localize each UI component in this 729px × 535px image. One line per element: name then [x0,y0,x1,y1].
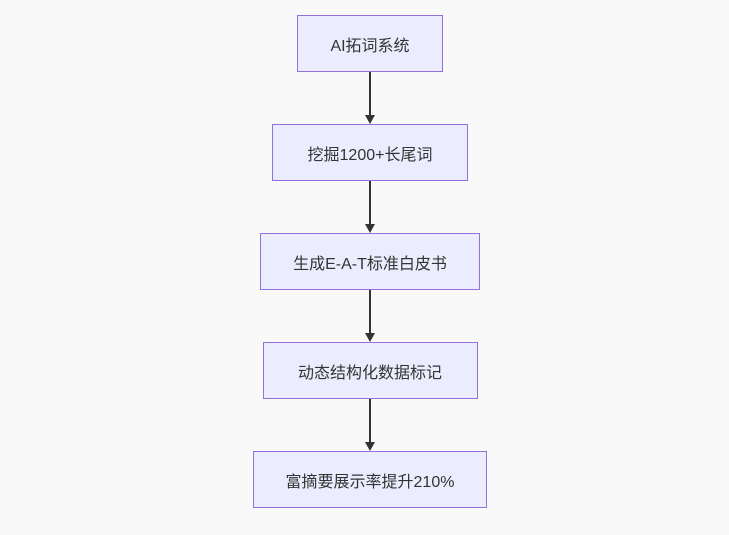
node-mine-longtail-keywords: 挖掘1200+长尾词 [272,124,468,181]
arrowhead-down-icon [365,224,375,233]
arrow-line [369,290,371,333]
node-rich-snippet-rate-increase: 富摘要展示率提升210% [253,451,487,508]
arrow-line [369,181,371,224]
flowchart: AI拓词系统 挖掘1200+长尾词 生成E-A-T标准白皮书 动态结构化数据标记 [253,15,487,508]
node-ai-word-expansion-system: AI拓词系统 [297,15,443,72]
node-label: 生成E-A-T标准白皮书 [293,255,447,273]
node-label: 富摘要展示率提升210% [285,473,455,491]
arrowhead-down-icon [365,333,375,342]
node-label: 挖掘1200+长尾词 [307,146,433,164]
arrowhead-down-icon [365,442,375,451]
arrow-line [369,399,371,442]
node-label: AI拓词系统 [330,37,410,55]
arrow-edge-d-e [365,399,375,451]
arrow-edge-a-b [365,72,375,124]
node-label: 动态结构化数据标记 [297,364,442,382]
arrowhead-down-icon [365,115,375,124]
arrow-line [369,72,371,115]
node-dynamic-structured-data-markup: 动态结构化数据标记 [262,342,478,399]
arrow-edge-c-d [365,290,375,342]
node-generate-eat-whitepaper: 生成E-A-T标准白皮书 [260,233,480,290]
arrow-edge-b-c [365,181,375,233]
